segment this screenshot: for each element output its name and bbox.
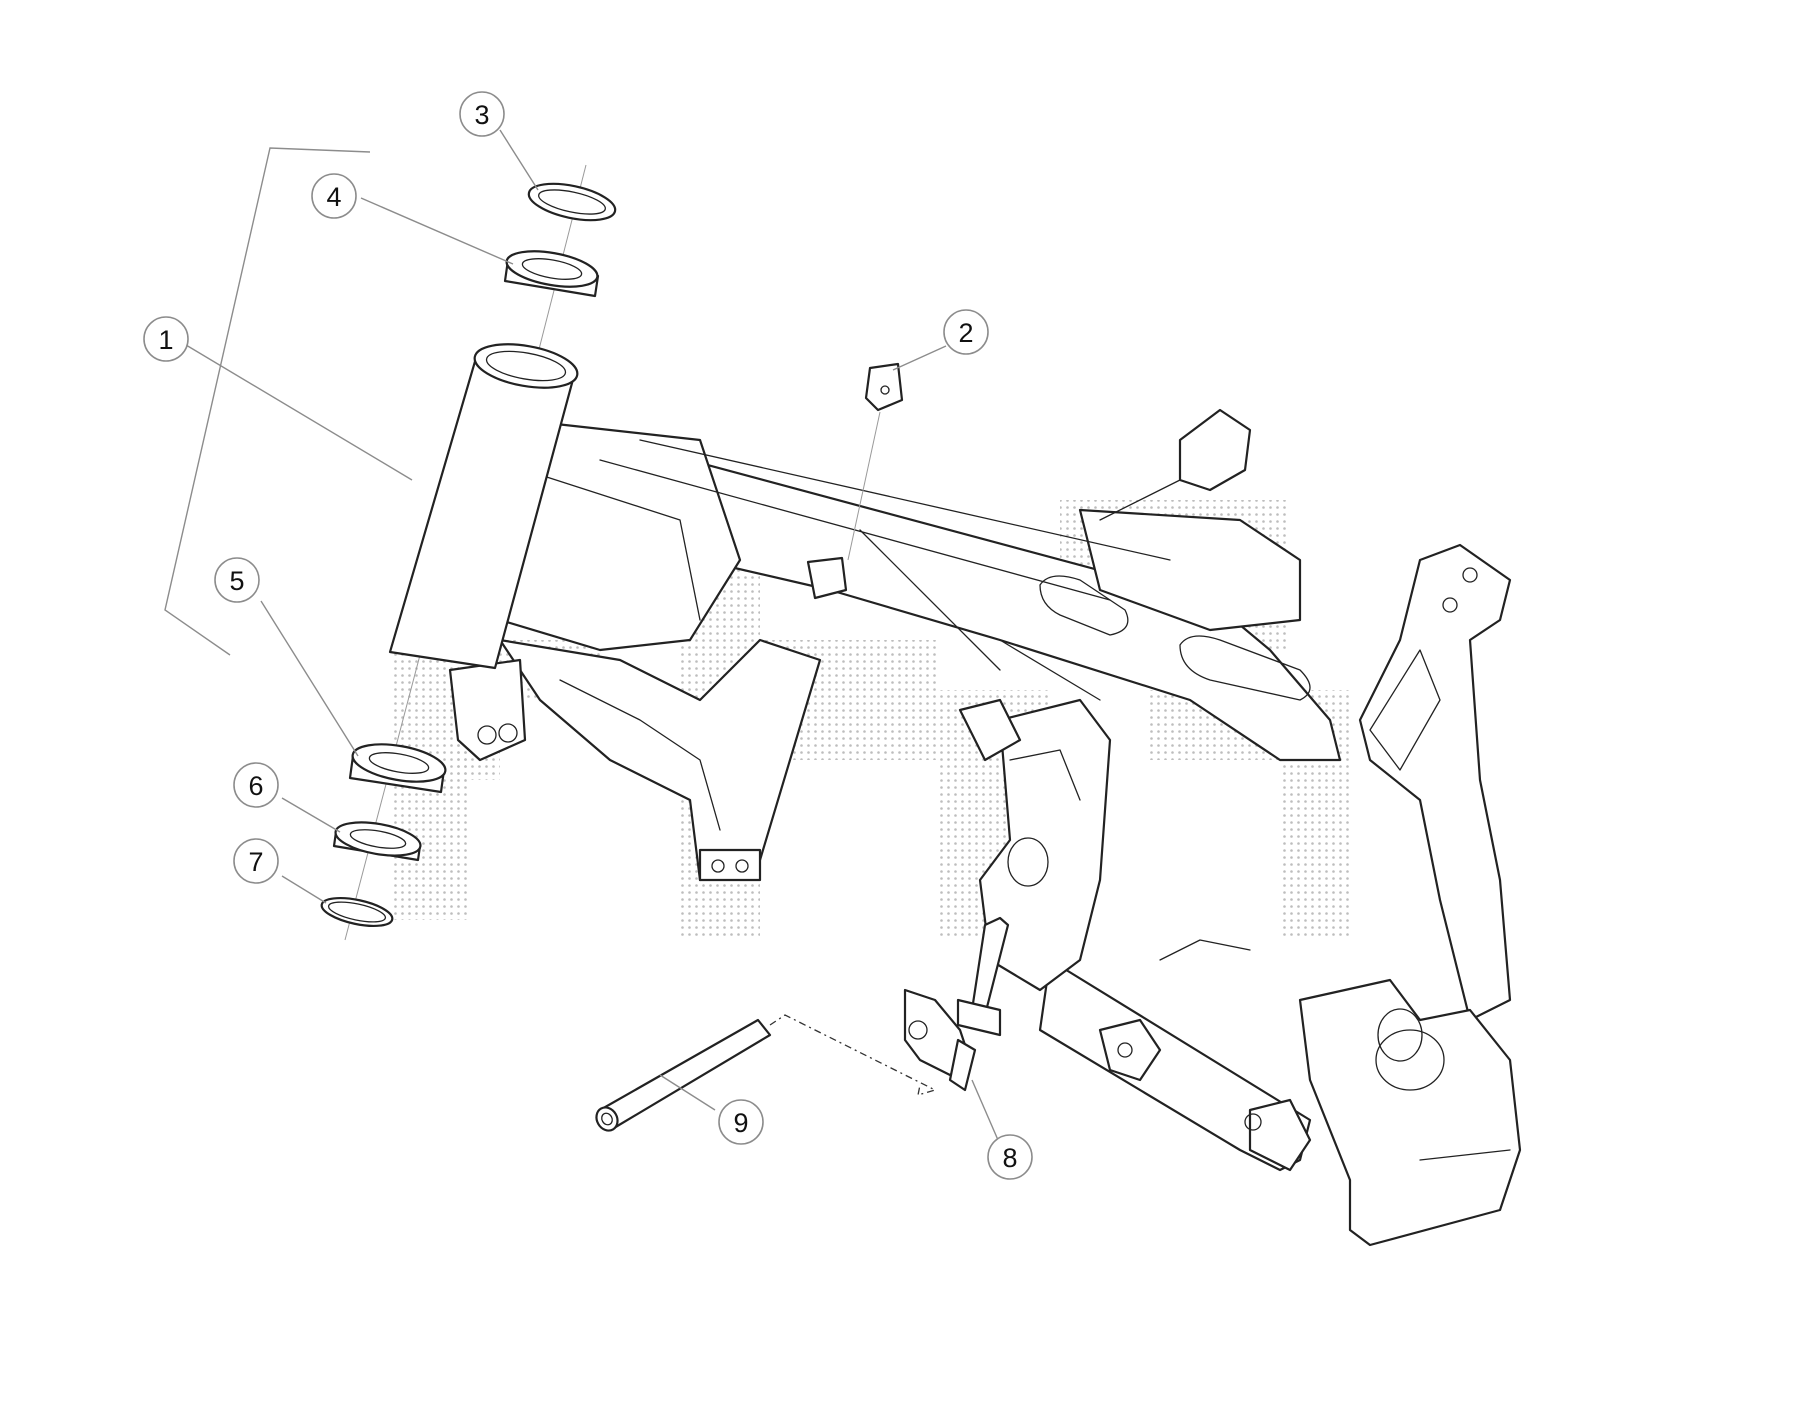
callout-4: 4 <box>311 173 357 219</box>
callout-label-7: 7 <box>248 847 263 877</box>
callout-label-6: 6 <box>248 771 263 801</box>
callout-2: 2 <box>943 309 989 355</box>
seal-ring <box>320 896 394 928</box>
stand-pivot-part <box>903 916 1010 1092</box>
lower-race <box>332 821 422 862</box>
callout-label-4: 4 <box>326 182 341 212</box>
callout-9: 9 <box>718 1099 764 1145</box>
group-bracket <box>164 147 371 656</box>
head-tube <box>388 343 579 670</box>
leader-lines <box>180 129 999 1141</box>
callout-5: 5 <box>214 557 260 603</box>
top-washer <box>527 182 617 222</box>
clip-part <box>806 362 904 600</box>
upper-bearing <box>503 250 600 298</box>
callout-label-9: 9 <box>733 1108 748 1138</box>
callout-label-3: 3 <box>474 100 489 130</box>
callout-3: 3 <box>459 91 505 137</box>
callout-label-5: 5 <box>229 566 244 596</box>
callout-label-8: 8 <box>1002 1143 1017 1173</box>
main-frame <box>448 408 1522 1247</box>
callout-6: 6 <box>233 762 279 808</box>
callout-label-1: 1 <box>158 325 173 355</box>
pivot-pin <box>595 1014 937 1132</box>
callout-8: 8 <box>987 1134 1033 1180</box>
callout-7: 7 <box>233 838 279 884</box>
callout-label-2: 2 <box>958 318 973 348</box>
callout-1: 1 <box>143 316 189 362</box>
lower-bearing <box>348 743 447 794</box>
